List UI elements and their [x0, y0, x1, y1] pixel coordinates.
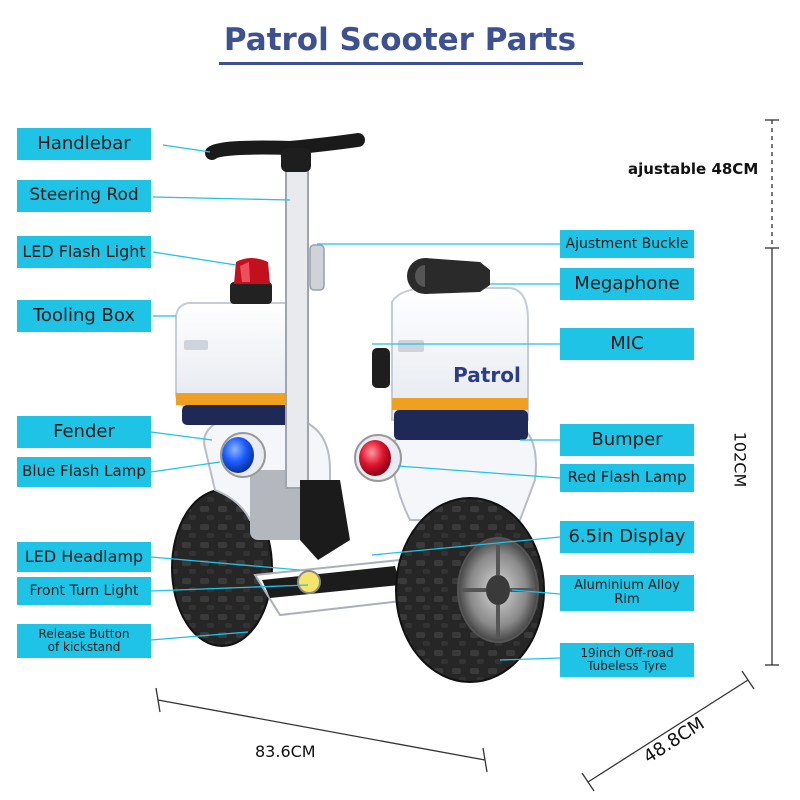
steering-rod — [285, 167, 350, 560]
right-tooling-box — [372, 287, 529, 440]
label-tyre-line1: 19inch Off-road — [580, 646, 674, 661]
label-rim: Aluminium Alloy Rim — [560, 575, 694, 611]
dimension-lines — [155, 119, 779, 792]
label-fender: Fender — [17, 416, 151, 448]
label-bumper: Bumper — [560, 424, 694, 456]
leader-lines — [150, 144, 561, 661]
blue-flash-lamp — [220, 432, 266, 478]
left-tooling-box — [175, 302, 309, 425]
label-rim-line1: Aluminium Alloy — [574, 578, 680, 594]
label-release-button-line2: of kickstand — [47, 640, 121, 654]
red-flash-lamp — [354, 434, 402, 482]
dimension-handle-adjust: ajustable 48CM — [628, 160, 759, 178]
front-turn-light — [297, 570, 321, 594]
title-underline — [219, 62, 583, 65]
label-adjustment-buckle: Ajustment Buckle — [560, 230, 694, 258]
label-led-headlamp: LED Headlamp — [17, 542, 151, 572]
label-handlebar: Handlebar — [17, 128, 151, 160]
dimension-height: 102CM — [730, 431, 750, 488]
label-red-flash-lamp: Red Flash Lamp — [560, 464, 694, 492]
label-tyre: 19inch Off-road Tubeless Tyre — [560, 643, 694, 677]
label-mic: MIC — [560, 328, 694, 360]
led-flash-light — [230, 258, 272, 304]
label-rim-line2: Rim — [614, 592, 640, 607]
right-wheel — [395, 497, 545, 683]
box-brand-text: Patrol — [453, 363, 521, 387]
page-title: Patrol Scooter Parts — [223, 22, 577, 58]
label-display: 6.5in Display — [560, 521, 694, 553]
label-led-flash-light: LED Flash Light — [17, 236, 151, 268]
label-release-button-line1: Release Button — [38, 627, 130, 642]
handlebar — [205, 133, 365, 172]
label-release-button: Release Button of kickstand — [17, 624, 151, 658]
dimension-length: 83.6CM — [255, 742, 316, 761]
label-front-turn-light: Front Turn Light — [17, 577, 151, 605]
megaphone — [407, 258, 490, 294]
foot-deck — [253, 558, 412, 617]
label-tooling-box: Tooling Box — [17, 300, 151, 332]
label-megaphone: Megaphone — [560, 268, 694, 300]
label-tyre-line2: Tubeless Tyre — [587, 659, 667, 673]
label-steering-rod: Steering Rod — [17, 180, 151, 212]
label-blue-flash-lamp: Blue Flash Lamp — [17, 457, 151, 487]
